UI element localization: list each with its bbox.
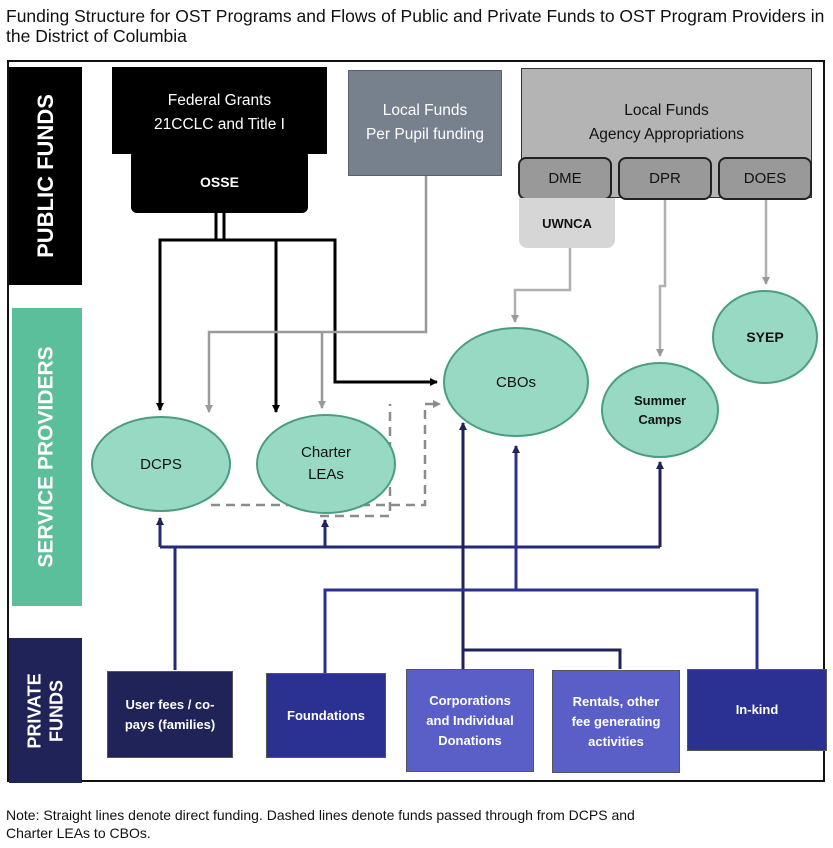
per-pupil-line2: Per Pupil funding xyxy=(365,126,485,143)
uwnca-label: UWNCA xyxy=(542,215,592,231)
agency-line1: Local Funds xyxy=(624,102,709,119)
charter-line2: LEAs xyxy=(308,466,344,483)
public-funds-band: PUBLIC FUNDS xyxy=(9,67,82,285)
user-fees-box: User fees / co- pays (families) xyxy=(107,671,233,758)
foundations-box: Foundations xyxy=(266,673,386,758)
diagram-title: Funding Structure for OST Programs and F… xyxy=(6,6,825,46)
does-box: DOES xyxy=(718,157,812,200)
rentals-line3: activities xyxy=(588,733,644,749)
corp-line2: and Individual xyxy=(426,712,514,728)
rentals-box: Rentals, other fee generating activities xyxy=(552,670,680,773)
dcps-label: DCPS xyxy=(140,455,182,473)
rentals-line1: Rentals, other xyxy=(572,693,660,709)
corporations-box: Corporations and Individual Donations xyxy=(406,669,534,772)
cbos-node: CBOs xyxy=(443,327,589,437)
rentals-line2: fee generating xyxy=(571,713,661,729)
does-label: DOES xyxy=(743,170,787,187)
user-fees-line2: pays (families) xyxy=(124,716,216,732)
in-kind-box: In-kind xyxy=(687,669,827,751)
diagram-note: Note: Straight lines denote direct fundi… xyxy=(6,806,826,842)
private-flows xyxy=(156,422,759,673)
local-per-pupil-flows xyxy=(205,176,428,413)
summer-line2: Camps xyxy=(638,412,682,427)
foundations-label: Foundations xyxy=(287,707,365,723)
federal-grants-line2: 21CCLC and Title I xyxy=(154,116,285,133)
summer-line1: Summer xyxy=(633,393,687,408)
syep-label: SYEP xyxy=(746,329,784,345)
dpr-label: DPR xyxy=(649,170,681,187)
corp-line3: Donations xyxy=(438,732,502,748)
syep-node: SYEP xyxy=(712,290,818,384)
cbos-label: CBOs xyxy=(495,373,536,391)
per-pupil-line1: Local Funds xyxy=(382,102,468,119)
service-providers-band: SERVICE PROVIDERS xyxy=(12,308,82,606)
user-fees-line1: User fees / co- xyxy=(125,696,215,712)
note-line1: Note: Straight lines denote direct fundi… xyxy=(6,807,635,823)
charter-line1: Charter xyxy=(300,444,352,461)
dme-label: DME xyxy=(548,170,582,187)
summer-camps-node: Summer Camps xyxy=(601,362,719,458)
private-funds-band: PRIVATE FUNDS xyxy=(9,638,82,783)
charter-leas-node: Charter LEAs xyxy=(256,414,396,514)
dme-box: DME xyxy=(518,157,612,200)
agency-line2: Agency Appropriations xyxy=(588,126,745,143)
federal-grants-line1: Federal Grants xyxy=(167,92,272,109)
in-kind-label: In-kind xyxy=(735,702,779,717)
dcps-node: DCPS xyxy=(91,416,231,512)
osse-box: OSSE xyxy=(131,150,308,213)
osse-label: OSSE xyxy=(200,174,239,190)
federal-grants-box: Federal Grants 21CCLC and Title I xyxy=(112,67,327,154)
federal-flows xyxy=(156,212,438,413)
corp-line1: Corporations xyxy=(429,692,511,708)
uwnca-box: UWNCA xyxy=(519,198,615,248)
dpr-box: DPR xyxy=(618,157,712,200)
agency-flows xyxy=(511,200,770,357)
note-line2: Charter LEAs to CBOs. xyxy=(6,825,151,841)
per-pupil-funding-box: Local Funds Per Pupil funding xyxy=(348,70,502,176)
